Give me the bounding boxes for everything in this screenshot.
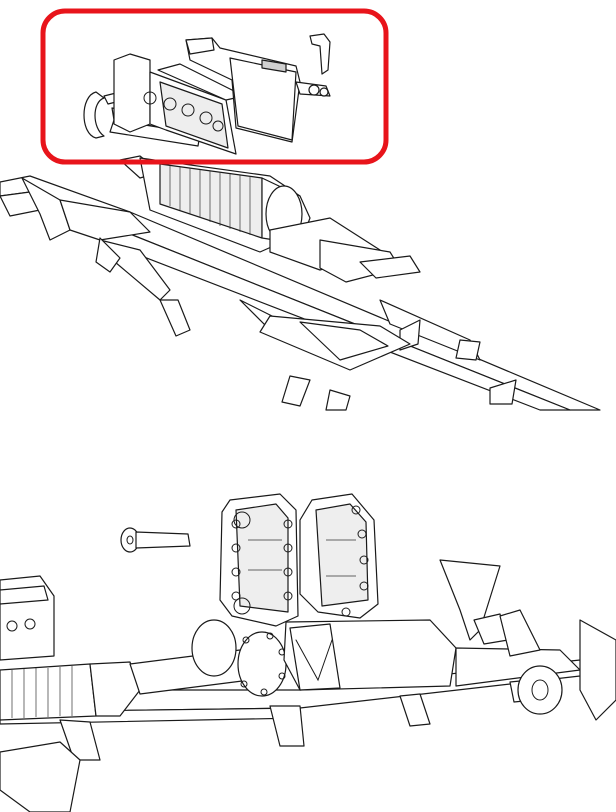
frame-cross-member [259,315,411,371]
step-1-illustration [0,8,601,411]
transmission-housing [139,157,421,283]
drive-shaft [129,619,287,697]
step-2-illustration [0,493,616,812]
engine-parts-highlighted [83,33,331,155]
front-bracket [439,559,616,721]
wheel-hub-cover-right [299,493,379,619]
engine-block-installed [0,575,141,721]
rear-axle-housing [283,619,581,715]
chassis-frame-upper [0,155,601,411]
highlight-frame [40,8,389,165]
bolt-part [120,527,191,553]
wheel-hub-cover-left [219,493,299,627]
